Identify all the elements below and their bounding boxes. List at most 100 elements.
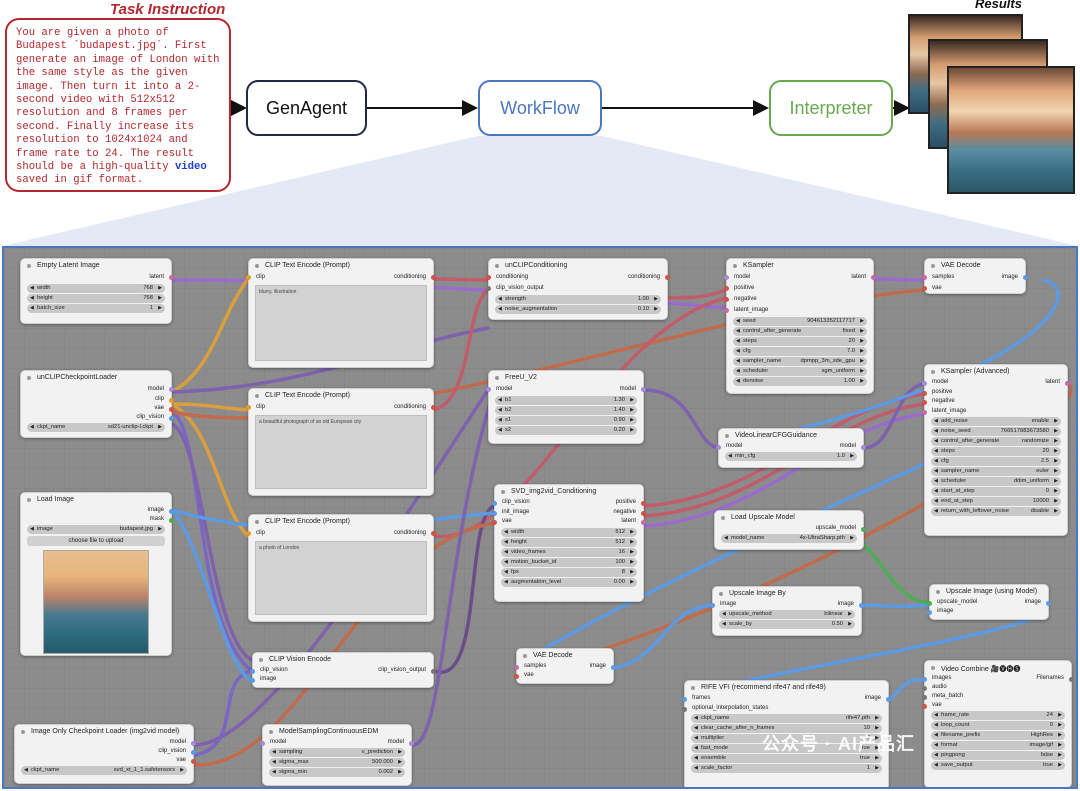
port-dot[interactable]	[922, 286, 927, 291]
port-dot[interactable]	[431, 275, 436, 280]
port-dot[interactable]	[246, 531, 251, 536]
port-dot[interactable]	[492, 520, 497, 525]
port-dot[interactable]	[641, 387, 646, 392]
port-dot[interactable]	[1046, 601, 1051, 606]
node-load-image[interactable]: Load Image image mask imagebudapest.jpg …	[20, 492, 174, 656]
port-dot[interactable]	[927, 610, 932, 615]
port-dot[interactable]	[409, 741, 414, 746]
port-dot[interactable]	[246, 275, 251, 280]
node-image-only-checkpoint-loader[interactable]: Image Only Checkpoint Loader (img2vid mo…	[14, 724, 196, 784]
port-dot[interactable]	[922, 275, 927, 280]
port-dot[interactable]	[886, 697, 891, 702]
port-dot[interactable]	[922, 695, 927, 700]
node-upscale-image-using-model[interactable]: Upscale Image (using Model) upscale_mode…	[927, 584, 1051, 620]
port-dot[interactable]	[1069, 677, 1074, 682]
node-load-upscale-model[interactable]: Load Upscale Model upscale_model model_n…	[714, 510, 866, 550]
port-dot[interactable]	[922, 677, 927, 682]
port-dot[interactable]	[922, 409, 927, 415]
port-dot[interactable]	[431, 531, 436, 536]
port-dot[interactable]	[191, 741, 196, 746]
port-dot[interactable]	[169, 509, 174, 514]
port-dot[interactable]	[927, 601, 932, 606]
port-dot[interactable]	[716, 445, 721, 450]
port-dot[interactable]	[922, 686, 927, 691]
port-dot[interactable]	[861, 527, 866, 532]
port-dot[interactable]	[492, 501, 497, 506]
port-dot[interactable]	[641, 510, 646, 516]
port-dot[interactable]	[486, 286, 491, 291]
port-dot[interactable]	[431, 669, 436, 674]
widget-s1[interactable]: s10.90	[495, 416, 637, 425]
port-dot[interactable]	[922, 381, 927, 386]
port-dot[interactable]	[169, 518, 174, 523]
port-dot[interactable]	[641, 501, 646, 506]
port-dot[interactable]	[1023, 275, 1028, 280]
prompt-textarea[interactable]: blurry, illustration	[255, 285, 427, 361]
prompt-textarea[interactable]: a beautiful photograph of an old Europea…	[255, 415, 427, 489]
port-dot[interactable]	[431, 405, 436, 410]
port-dot[interactable]	[724, 297, 729, 302]
port-dot[interactable]	[724, 308, 729, 313]
port-dot[interactable]	[710, 603, 715, 608]
port-dot[interactable]	[169, 407, 174, 412]
node-rife-vfi[interactable]: RIFE VFI (recommend rife47 and rife49) f…	[682, 680, 891, 787]
prompt-textarea[interactable]: a photo of London	[255, 541, 427, 615]
port-dot[interactable]	[859, 603, 864, 608]
port-dot[interactable]	[682, 706, 687, 712]
node-unclip-checkpoint-loader[interactable]: unCLIPCheckpointLoader model clip vae cl…	[20, 370, 174, 438]
port-dot[interactable]	[250, 669, 255, 674]
port-dot[interactable]	[861, 445, 866, 450]
upload-button[interactable]: choose file to upload	[27, 536, 165, 546]
port-dot[interactable]	[191, 750, 196, 755]
port-dot[interactable]	[169, 416, 174, 421]
port-dot[interactable]	[922, 390, 927, 396]
widget-b2[interactable]: b21.40	[495, 406, 637, 415]
port-dot[interactable]	[514, 665, 519, 670]
